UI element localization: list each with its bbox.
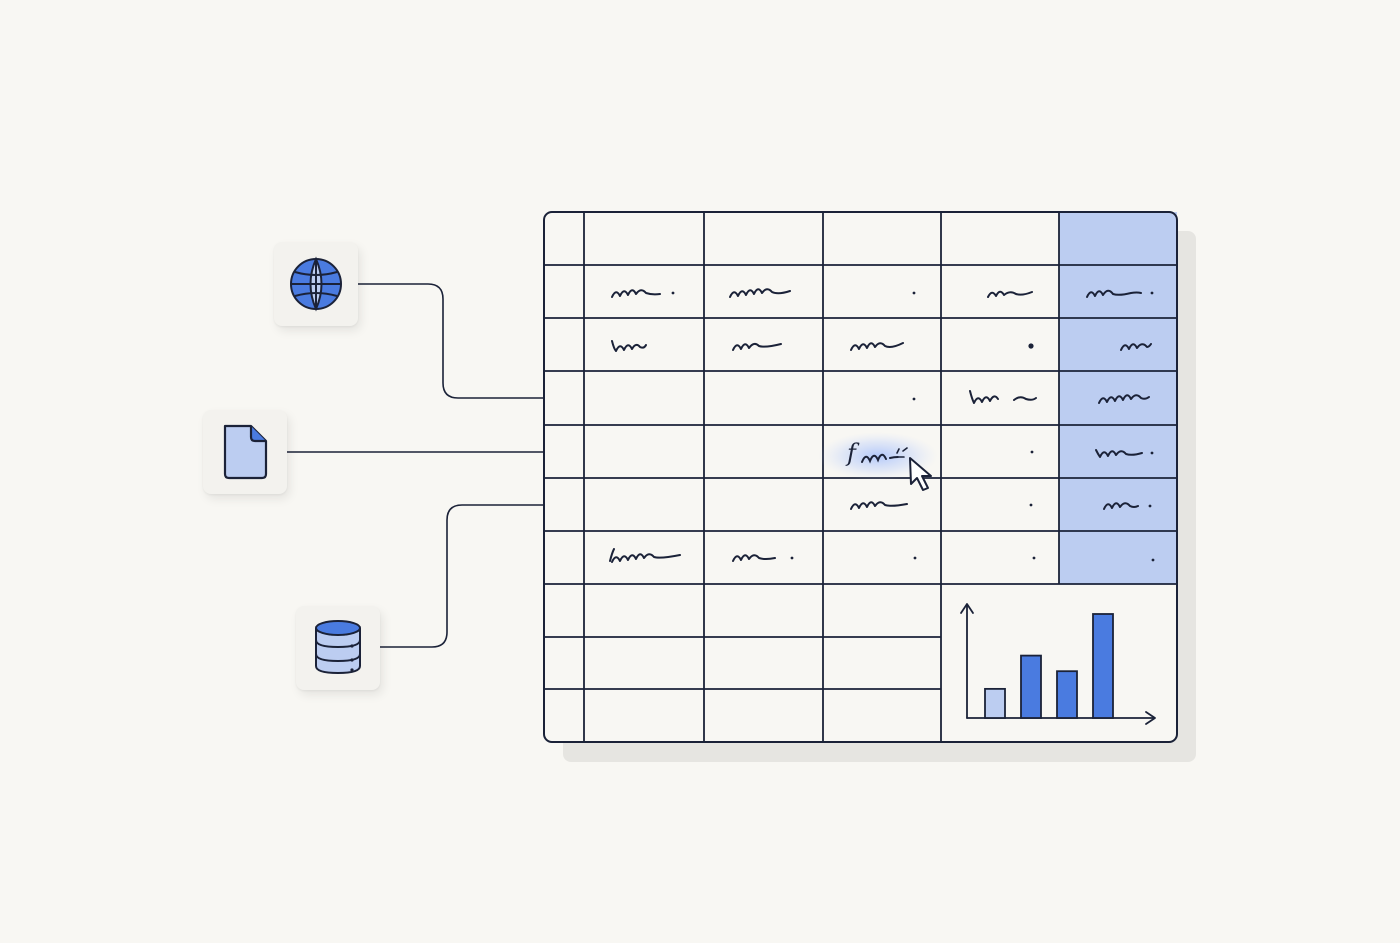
bar-chart: [960, 603, 1156, 725]
cell-dot: [1032, 556, 1036, 560]
cell-scribble: [1086, 289, 1142, 298]
spreadsheet: f: [543, 211, 1196, 762]
chart-bar: [1092, 613, 1114, 719]
file-source-tile[interactable]: [203, 410, 287, 494]
cell-dot: [1148, 504, 1152, 508]
cell-scribble: [1095, 449, 1143, 458]
spreadsheet-border: [543, 211, 1178, 743]
formula-cell[interactable]: f: [818, 432, 938, 491]
document-icon: [223, 424, 268, 480]
web-source-tile[interactable]: [274, 242, 358, 326]
y-axis-arrow: [960, 603, 974, 614]
formula-scribble: [861, 453, 899, 464]
cell-dot: [1028, 343, 1034, 349]
chart-bars: [984, 613, 1114, 719]
cursor-icon: [909, 457, 932, 491]
chart-bar: [984, 687, 1006, 719]
cell-dot: [1150, 451, 1154, 455]
chart-bar: [1020, 654, 1042, 719]
cell-scribbles: [609, 288, 1152, 563]
click-spark: [896, 447, 908, 458]
cell-scribble: [850, 501, 908, 510]
globe-icon: [290, 256, 342, 312]
cell-scribble: [732, 554, 776, 562]
cell-dot: [1030, 450, 1034, 454]
cell-dot: [1151, 558, 1155, 562]
cell-scribble: [729, 288, 791, 298]
connector-web-to-cell: [358, 283, 730, 399]
cell-dot: [912, 397, 916, 401]
cell-scribble: [1120, 343, 1152, 351]
cell-scribble: [987, 290, 1033, 298]
cell-scribble: [732, 342, 782, 351]
database-source-tile[interactable]: [296, 606, 380, 690]
cell-dot: [671, 291, 675, 295]
cell-dot: [1150, 291, 1154, 295]
cell-scribble: [611, 340, 647, 352]
cell-scribble: [969, 390, 1037, 404]
cell-dot: [1029, 503, 1033, 507]
highlighted-column: [1059, 212, 1177, 584]
cell-dots: [671, 291, 1155, 562]
cell-scribble: [609, 548, 681, 563]
cell-dot: [790, 556, 794, 560]
connector-database-to-cell: [380, 504, 730, 648]
formula-glow: [818, 432, 938, 480]
cell-scribble: [1098, 394, 1150, 404]
cell-dot: [913, 556, 917, 560]
database-icon: [315, 620, 361, 675]
cell-scribble: [850, 342, 904, 351]
cell-scribble: [611, 289, 661, 298]
cell-scribble: [1103, 502, 1139, 510]
x-axis-arrow: [1145, 711, 1156, 725]
cell-dot: [912, 291, 916, 295]
chart-bar: [1056, 670, 1078, 719]
